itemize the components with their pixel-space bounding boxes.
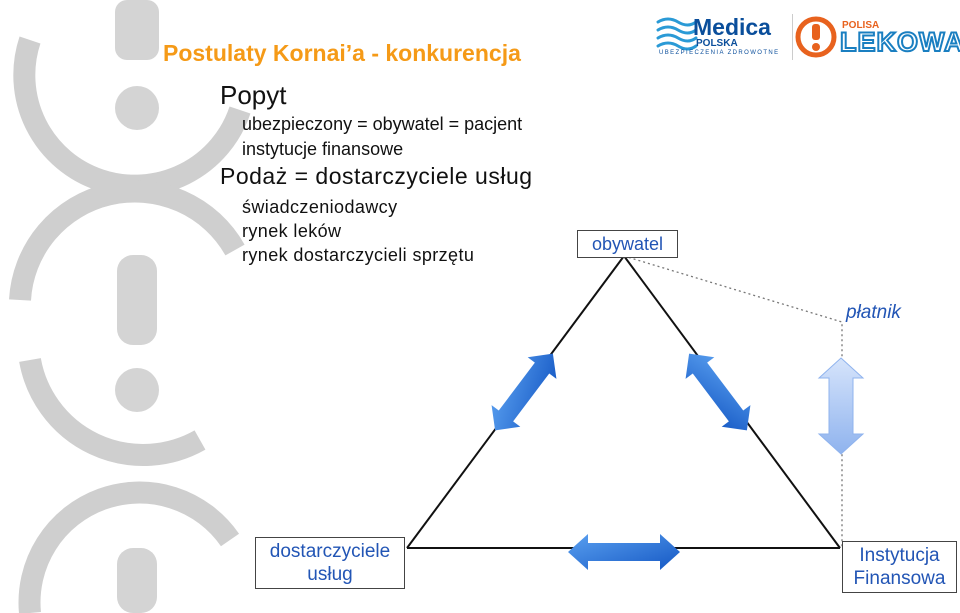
node-dostarczyciele: dostarczyciele usług	[255, 537, 405, 589]
podaz-item: rynek dostarczycieli sprzętu	[242, 245, 475, 265]
node-dostarczyciele-line1: dostarczyciele	[269, 541, 391, 562]
right-double-arrow	[685, 353, 751, 431]
popyt-item: ubezpieczony = obywatel = pacjent	[242, 114, 523, 134]
podaz-item: świadczeniodawcy	[242, 197, 398, 217]
triangle-edges	[406, 255, 841, 549]
node-obywatel: obywatel	[577, 230, 678, 258]
polisa-logo-text: POLISA	[842, 20, 880, 31]
medica-logo-text: Medica	[693, 14, 771, 40]
node-instytucja-line1: Instytucja	[859, 545, 940, 566]
medica-logo-polska: POLSKA	[696, 38, 738, 49]
podaz-item: rynek leków	[242, 221, 342, 241]
heading-podaz: Podaż = dostarczyciele usług	[220, 163, 533, 189]
bottom-double-arrow	[568, 534, 680, 570]
dotted-payer-link	[623, 255, 843, 548]
medica-logo-tagline: UBEZPIECZENIA ZDROWOTNE	[659, 50, 780, 56]
label-platnik: płatnik	[846, 302, 901, 323]
left-double-arrow	[491, 353, 557, 431]
node-instytucja-finansowa: Instytucja Finansowa	[842, 541, 957, 593]
slide-title: Postulaty Kornai’a - konkurencja	[163, 40, 521, 66]
medica-logo-icon	[656, 17, 698, 51]
polisa-lekowa-logo-icon	[792, 14, 837, 60]
heading-popyt: Popyt	[220, 80, 287, 110]
popyt-item: instytucje finansowe	[242, 139, 404, 159]
node-instytucja-line2: Finansowa	[853, 568, 946, 589]
node-dostarczyciele-line2: usług	[307, 564, 353, 585]
lekowa-logo-text: LEKOWA	[839, 26, 960, 58]
payer-vertical-arrow	[817, 357, 865, 455]
